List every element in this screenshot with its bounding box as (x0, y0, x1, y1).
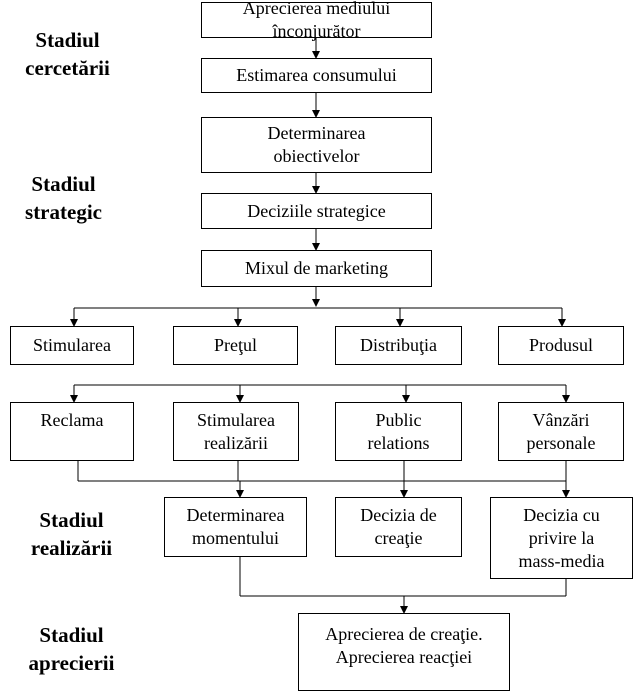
stage-label-realization: Stadiul realizării (30, 508, 113, 560)
box-distribution: Distribuţia (335, 326, 462, 365)
stage-label-strategic: Stadiul strategic (25, 172, 102, 224)
box-environment-appraisal: Aprecierea mediului înconjurător (201, 0, 432, 41)
box-sales-promotion: Stimularea realizării (173, 402, 299, 461)
box-marketing-mix: Mixul de marketing (201, 250, 432, 287)
box-consumption-estimate: Estimarea consumului (201, 58, 432, 93)
box-objectives: Determinarea obiectivelor (201, 117, 432, 173)
box-timing: Determinarea momentului (164, 497, 307, 557)
box-advertising: Reclama (10, 402, 134, 461)
box-strategic-decisions: Deciziile strategice (201, 193, 432, 229)
stage-label-appraisal: Stadiul aprecierii (28, 623, 115, 675)
box-personal-selling: Vânzări personale (498, 402, 624, 461)
box-price: Preţul (173, 326, 298, 365)
box-creative-decision: Decizia de creaţie (335, 497, 462, 557)
box-promotion: Stimularea (10, 326, 134, 365)
box-product: Produsul (498, 326, 624, 365)
box-final-appraisal: Aprecierea de creaţie. Aprecierea reacţi… (298, 613, 510, 691)
box-public-relations: Public relations (335, 402, 462, 461)
stage-label-research: Stadiul cercetării (25, 28, 110, 80)
box-media-decision: Decizia cu privire la mass-media (490, 497, 633, 579)
